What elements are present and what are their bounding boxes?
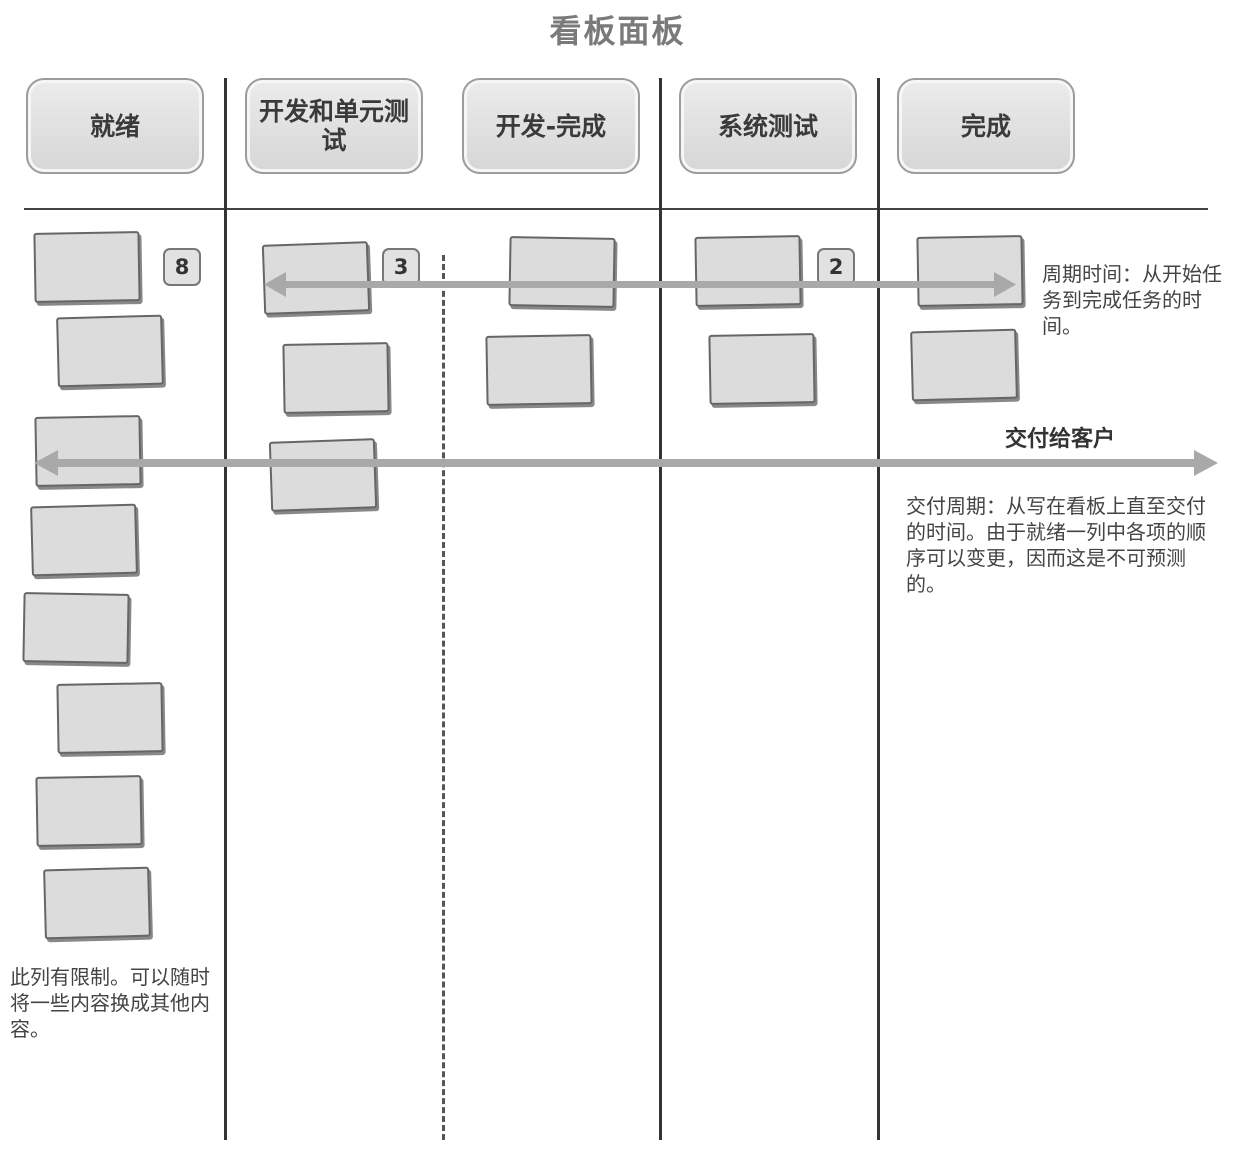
cycle-time-note: 周期时间：从开始任务到完成任务的时间。 bbox=[1042, 262, 1222, 338]
column-header-done: 完成 bbox=[897, 78, 1075, 174]
delivery-label: 交付给客户 bbox=[1005, 427, 1116, 452]
column-header-ready: 就绪 bbox=[26, 78, 204, 174]
subcolumn-divider bbox=[442, 255, 445, 1140]
task-card[interactable] bbox=[485, 334, 593, 406]
column-divider bbox=[224, 78, 227, 1140]
column-divider bbox=[659, 78, 662, 1140]
task-card[interactable] bbox=[916, 235, 1024, 307]
task-card[interactable] bbox=[282, 342, 390, 414]
task-card[interactable] bbox=[694, 235, 802, 307]
wip-limit-badge-ready: 8 bbox=[163, 248, 201, 286]
task-card[interactable] bbox=[708, 333, 816, 405]
task-card[interactable] bbox=[35, 775, 143, 847]
lead-time-arrow bbox=[34, 450, 1218, 476]
task-card[interactable] bbox=[261, 241, 371, 315]
ready-limit-note: 此列有限制。可以随时将一些内容换成其他内容。 bbox=[10, 965, 210, 1041]
wip-limit-badge-test: 2 bbox=[817, 248, 855, 286]
task-card[interactable] bbox=[56, 682, 164, 754]
cycle-time-arrow bbox=[264, 272, 1016, 297]
header-divider bbox=[24, 208, 1208, 210]
lead-time-note: 交付周期：从写在看板上直至交付的时间。由于就绪一列中各项的顺序可以变更，因而这是… bbox=[906, 494, 1206, 596]
column-header-dev-unit-test: 开发和单元测试 bbox=[245, 78, 423, 174]
column-divider bbox=[877, 78, 880, 1140]
task-card[interactable] bbox=[34, 415, 142, 487]
board-title: 看板面板 bbox=[549, 12, 686, 50]
task-card[interactable] bbox=[43, 866, 151, 940]
task-card[interactable] bbox=[33, 231, 141, 303]
task-card[interactable] bbox=[22, 592, 130, 664]
column-header-system-test: 系统测试 bbox=[679, 78, 857, 174]
task-card[interactable] bbox=[508, 236, 616, 308]
task-card[interactable] bbox=[268, 438, 378, 512]
task-card[interactable] bbox=[30, 503, 138, 577]
column-header-dev-done: 开发-完成 bbox=[462, 78, 640, 174]
task-card[interactable] bbox=[910, 328, 1018, 402]
wip-limit-badge-dev: 3 bbox=[382, 248, 420, 286]
task-card[interactable] bbox=[56, 314, 164, 388]
